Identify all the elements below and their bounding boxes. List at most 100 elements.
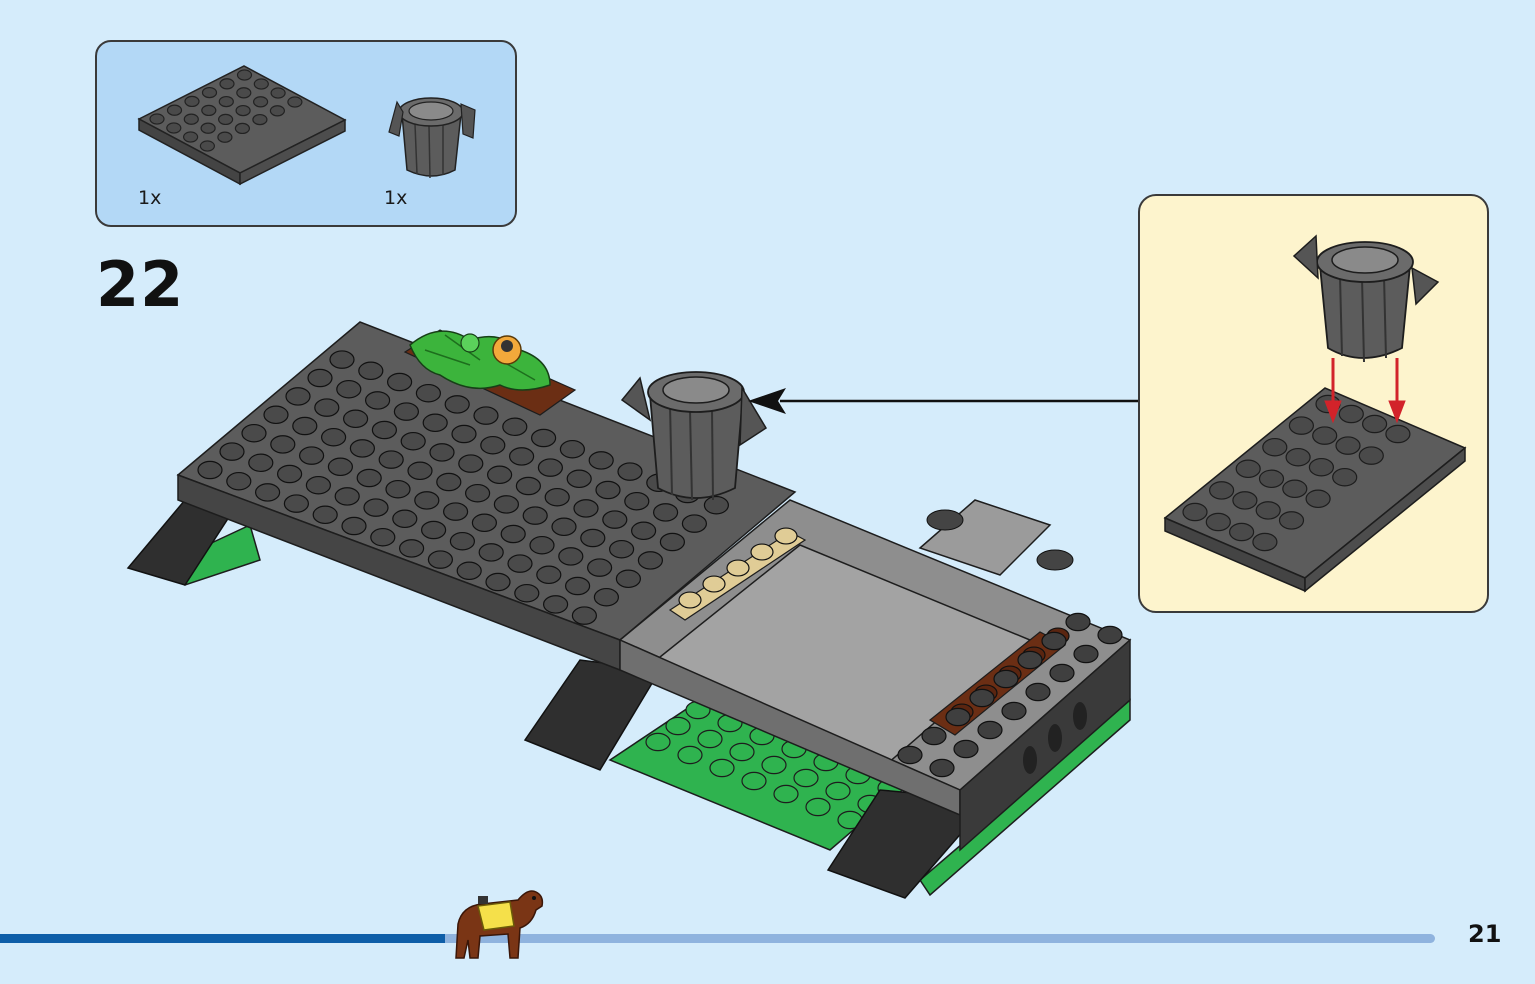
roof-stud — [365, 391, 391, 410]
roof-stud — [564, 576, 591, 596]
roof-stud — [400, 431, 426, 451]
plate-4x6-part — [137, 65, 347, 186]
right-stud — [921, 726, 947, 746]
roof-stud — [514, 583, 540, 603]
roof-stud — [436, 472, 462, 492]
roof-stud — [197, 460, 223, 480]
roof-stud — [580, 528, 606, 548]
callout-stud — [1232, 491, 1258, 510]
roof-stud — [349, 439, 375, 458]
green-stud — [677, 745, 703, 765]
roof-stud — [500, 524, 526, 544]
plate-stud — [184, 95, 200, 108]
right-stud — [969, 688, 995, 708]
roof-stud — [507, 554, 533, 573]
plate-stud — [200, 122, 216, 134]
roof-stud — [299, 446, 325, 465]
callout-pointer-arrowhead — [748, 388, 786, 414]
plate-stud — [183, 113, 199, 125]
plate-stud — [219, 78, 235, 90]
roof-stud — [480, 435, 506, 455]
roof-stud — [630, 521, 657, 541]
trash-can-on-model — [620, 371, 768, 501]
roof-stud — [414, 491, 440, 510]
dog-mascot-icon — [455, 890, 544, 959]
roof-stud — [305, 475, 331, 495]
plate-stud — [269, 105, 285, 117]
green-stud — [825, 781, 851, 801]
plate-stud — [236, 69, 253, 81]
roof-stud — [429, 443, 455, 462]
plate-stud — [236, 87, 252, 99]
roof-stud — [422, 413, 448, 433]
roof-stud — [602, 510, 628, 529]
plate-stud — [217, 131, 233, 143]
callout-stud — [1262, 437, 1288, 457]
roof-stud — [449, 531, 475, 551]
roof-stud — [393, 402, 419, 421]
roof-stud — [458, 454, 484, 473]
roof-stud — [255, 483, 281, 502]
roof-stud — [312, 505, 338, 525]
roof-stud — [586, 558, 613, 577]
roof-stud — [336, 379, 362, 399]
roof-stud — [487, 465, 513, 485]
green-stud — [761, 755, 787, 775]
right-stud — [977, 720, 1003, 740]
callout-stud — [1278, 511, 1305, 530]
plate-stud — [199, 140, 216, 152]
build-model-illustration — [126, 321, 1138, 899]
progress-bar-remaining — [445, 934, 1435, 943]
roof-stud — [624, 491, 650, 511]
roof-stud — [341, 516, 367, 536]
roof-stud — [615, 569, 642, 589]
roof-stud — [415, 383, 441, 403]
trash-can-part — [388, 97, 476, 179]
plate-stud — [218, 95, 234, 108]
roof-stud — [508, 447, 535, 466]
roof-stud — [277, 464, 303, 484]
right-stud — [1001, 701, 1027, 721]
roof-stud — [443, 502, 469, 521]
roof-stud — [515, 476, 542, 496]
roof-stud — [617, 462, 643, 481]
roof-stud — [522, 506, 548, 525]
roof-stud — [573, 499, 599, 518]
roof-stud — [485, 572, 511, 592]
roof-stud — [292, 416, 318, 436]
roof-stud — [681, 514, 708, 533]
roof-stud — [588, 451, 614, 470]
roof-stud — [334, 487, 360, 506]
callout-stud — [1258, 469, 1285, 489]
right-stud — [1073, 644, 1099, 664]
roof-stud — [248, 453, 274, 473]
roof-stud — [226, 471, 252, 491]
plate-stud — [182, 131, 199, 143]
green-stud — [793, 768, 819, 788]
callout-trash-can — [1292, 234, 1440, 363]
plate-stud — [270, 87, 286, 99]
callout-stud — [1358, 446, 1384, 465]
right-stud — [1017, 650, 1043, 670]
roof-stud — [473, 406, 499, 425]
roof-stud — [529, 535, 555, 555]
roof-stud — [471, 513, 497, 533]
callout-stud — [1252, 532, 1278, 552]
progress-bar-completed — [0, 934, 445, 943]
dog-vest — [477, 901, 515, 931]
callout-stud — [1385, 424, 1411, 444]
roof-stud — [343, 409, 369, 429]
green-stud — [697, 729, 723, 749]
roof-stud — [356, 468, 382, 488]
plate-stud — [201, 104, 217, 117]
tan-stud — [726, 559, 750, 577]
tan-stud — [702, 575, 726, 593]
callout-stud — [1182, 502, 1208, 522]
right-stud — [993, 669, 1019, 689]
roof-stud — [558, 547, 584, 566]
roof-stud — [530, 428, 557, 448]
roof-stud — [285, 387, 311, 406]
roof-stud — [703, 495, 730, 515]
roof-stud — [444, 395, 470, 414]
tan-stud — [774, 527, 798, 545]
